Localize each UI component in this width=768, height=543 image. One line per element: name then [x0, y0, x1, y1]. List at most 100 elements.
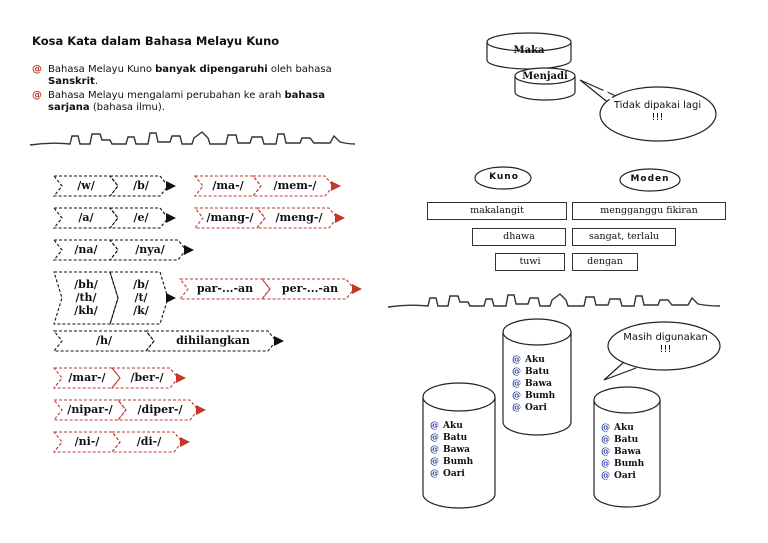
- change-to-label: /e/: [133, 211, 149, 224]
- bullet-icon: @: [32, 64, 42, 75]
- bullet-icon: @: [601, 423, 610, 433]
- disc-menjadi: [514, 67, 576, 101]
- chevron-segment-to: [110, 431, 183, 453]
- chevron-segment-to: [108, 239, 187, 261]
- change-to-label: /nya/: [135, 243, 165, 256]
- kuno-word-box: dhawa: [472, 228, 566, 246]
- moden-word-box: mengganggu fikiran: [572, 202, 726, 220]
- arrow-head-icon: [166, 293, 176, 303]
- cylinder-word-text: Batu: [443, 433, 468, 443]
- sound-change-arrow: /h/dihilangkan: [52, 330, 284, 352]
- change-from-label: /nipar-/: [67, 403, 113, 416]
- bullet-icon: @: [601, 459, 610, 469]
- arrow-chevron-icon: [52, 367, 186, 389]
- cylinder-middle: @Aku@Batu@Bawa@Bumh@Oari: [502, 318, 572, 436]
- change-to-label: /b/ /t/ /k/: [133, 278, 149, 317]
- arrow-head-icon: [335, 213, 345, 223]
- cylinder-word-item: @Batu: [601, 434, 644, 446]
- change-from-label: /w/: [77, 179, 95, 192]
- cylinder-word-item: @ Oari: [601, 470, 644, 482]
- change-to-label: /mem-/: [273, 179, 317, 192]
- chevron-segment-to: [251, 175, 334, 197]
- arrow-chevron-icon: [52, 431, 190, 453]
- sound-change-arrow: /nipar-/ /diper-/: [52, 399, 206, 421]
- page-title: Kosa Kata dalam Bahasa Melayu Kuno: [32, 34, 280, 48]
- chevron-segment-to: [110, 367, 179, 389]
- cylinder-word-list: @Aku@Batu@Bawa@Bumh@Oari: [601, 422, 644, 482]
- cylinder-word-item: @ Batu: [430, 432, 473, 444]
- bullet-icon: @: [32, 90, 42, 101]
- bullet-icon: @: [430, 421, 439, 431]
- tab-kuno: Kuno: [489, 172, 519, 182]
- bullet-icon: @: [601, 435, 610, 445]
- change-to-label: /b/: [133, 179, 149, 192]
- tab-shapes: [474, 166, 681, 192]
- cylinder-word-item: @ Bumh: [430, 456, 473, 468]
- cylinder-word-text: Batu: [525, 367, 550, 377]
- change-to-label: /diper-/: [137, 403, 183, 416]
- arrow-head-icon: [274, 336, 284, 346]
- arrow-chevron-icon: [52, 330, 284, 352]
- bullet-icon: @: [430, 433, 439, 443]
- change-to-label: per-...-an: [281, 282, 339, 295]
- cylinder-word-item: @ Aku: [512, 354, 555, 366]
- sound-change-arrow: /ni-/ /di-/: [52, 431, 190, 453]
- change-from-label: /h/: [95, 334, 113, 347]
- speech-bubble-bottom: [603, 321, 721, 381]
- change-from-label: /mang-/: [206, 211, 254, 224]
- cylinder-word-item: @Bumh: [512, 390, 555, 402]
- cylinder-word-text: Aku: [614, 423, 634, 433]
- cylinder-word-text: Oari: [614, 471, 636, 481]
- cylinder-word-text: Aku: [443, 421, 463, 431]
- chevron-segment-to: [144, 330, 277, 352]
- arrow-chevron-icon: [52, 239, 194, 261]
- callout-bottom-text: Masih digunakan !!!: [623, 332, 708, 355]
- cylinder-word-item: @ Bawa: [601, 446, 644, 458]
- chevron-segment-to: [255, 207, 338, 229]
- cylinder-word-item: @ Aku: [601, 422, 644, 434]
- disc-maka-label: Maka: [513, 45, 545, 56]
- change-from-label: par-...-an: [196, 282, 254, 295]
- cylinder-word-list: @Aku@Batu@Bawa@Bumh@Oari: [430, 420, 473, 480]
- bullet-icon: @: [512, 355, 521, 365]
- skyline-divider-left: [29, 131, 356, 146]
- sound-change-arrow: par-...-an per-...-an: [178, 278, 362, 300]
- kuno-word-box: tuwi: [495, 253, 565, 271]
- sound-change-arrow: /a/ /e/: [52, 207, 176, 229]
- cylinder-word-item: @Oari: [512, 402, 555, 414]
- change-to-label: /di-/: [136, 435, 162, 448]
- sound-change-arrow: /na/ /nya/: [52, 239, 194, 261]
- cylinder-word-text: Bumh: [443, 457, 474, 467]
- change-to-label: dihilangkan: [176, 334, 250, 347]
- cylinder-word-item: @ Aku: [430, 420, 473, 432]
- change-from-label: /ni-/: [74, 435, 100, 448]
- bullet-icon: @: [430, 445, 439, 455]
- cylinder-word-text: Aku: [525, 355, 545, 365]
- chevron-segment-to: [109, 271, 169, 325]
- chevron-segment-to: [108, 207, 169, 229]
- bullet-icon: @: [430, 457, 439, 467]
- chevron-segment-from: [52, 399, 127, 421]
- change-to-label: /meng-/: [275, 211, 323, 224]
- arrow-chevron-icon: [53, 271, 176, 325]
- bullet-icon: @: [512, 403, 521, 413]
- bullet-icon: @: [601, 471, 610, 481]
- chevron-segment-to: [116, 399, 199, 421]
- bullet-icon: @: [601, 447, 610, 457]
- arrow-head-icon: [331, 181, 341, 191]
- skyline-divider-right: [387, 293, 721, 308]
- bullet-2: @ Bahasa Melayu mengalami perubahan ke a…: [32, 90, 325, 113]
- change-from-label: /a/: [78, 211, 94, 224]
- change-from-label: /na/: [74, 243, 98, 256]
- cylinder-word-text: Bawa: [614, 447, 642, 457]
- cylinder-word-text: Bumh: [614, 459, 645, 469]
- cylinder-word-text: Oari: [443, 469, 465, 479]
- cylinder-word-item: @Batu: [512, 366, 555, 378]
- arrow-head-icon: [196, 405, 206, 415]
- change-from-label: /bh/ /th/ /kh/: [74, 278, 98, 317]
- arrow-head-icon: [166, 213, 176, 223]
- chevron-segment-to: [108, 175, 169, 197]
- kuno-word-box: makalangit: [427, 202, 567, 220]
- arrow-chevron-icon: [193, 207, 345, 229]
- change-from-label: /mar-/: [68, 371, 106, 384]
